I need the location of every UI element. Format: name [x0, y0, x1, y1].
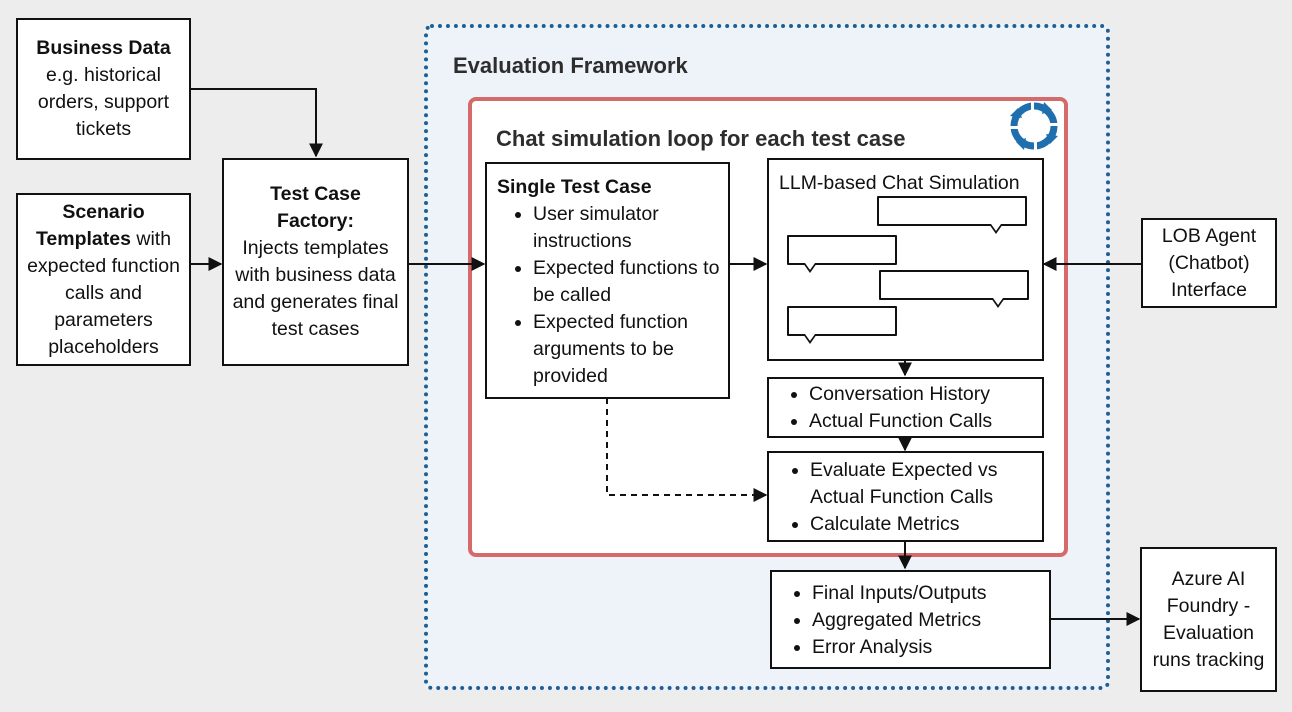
- lob-agent-box: LOB Agent (Chatbot) Interface: [1141, 218, 1277, 308]
- chat-simulation-box: LLM-based Chat Simulation: [767, 158, 1044, 361]
- evaluate-box: Evaluate Expected vs Actual Function Cal…: [767, 451, 1044, 542]
- list-item: Expected function arguments to be provid…: [533, 309, 720, 390]
- list-item: Evaluate Expected vs Actual Function Cal…: [810, 457, 1038, 511]
- azure-foundry-label: Azure AI Foundry - Evaluation runs track…: [1152, 567, 1265, 671]
- test-case-factory-box: Test Case Factory: Injects templates wit…: [222, 158, 409, 366]
- evaluation-framework-title: Evaluation Framework: [453, 53, 688, 78]
- chat-bubble-left: [787, 306, 897, 344]
- lob-agent-label: LOB Agent (Chatbot) Interface: [1161, 224, 1257, 301]
- azure-foundry-box: Azure AI Foundry - Evaluation runs track…: [1140, 547, 1277, 692]
- single-test-case-title: Single Test Case: [497, 176, 652, 198]
- scenario-templates-box: Scenario Templates with expected functio…: [16, 193, 191, 366]
- refresh-cycle-icon: [1010, 102, 1058, 150]
- chat-bubble-right: [879, 270, 1029, 308]
- list-item: Actual Function Calls: [809, 408, 1042, 435]
- chat-bubble-right: [877, 196, 1027, 234]
- scenario-templates-body: with expected function calls and paramet…: [27, 227, 180, 358]
- list-item: Error Analysis: [812, 634, 1049, 661]
- chat-bubble-left: [787, 235, 897, 273]
- single-test-case-box: Single Test Case User simulator instruct…: [485, 162, 730, 399]
- business-data-title: Business Data: [36, 37, 171, 59]
- scenario-templates-title: Scenario Templates: [35, 200, 145, 250]
- final-outputs-box: Final Inputs/Outputs Aggregated Metrics …: [770, 570, 1051, 669]
- chat-simulation-loop-title: Chat simulation loop for each test case: [496, 126, 906, 151]
- list-item: Calculate Metrics: [810, 511, 1038, 538]
- chat-simulation-title: LLM-based Chat Simulation: [779, 172, 1020, 194]
- list-item: Conversation History: [809, 381, 1042, 408]
- test-case-factory-title: Test Case Factory:: [270, 183, 361, 232]
- list-item: Aggregated Metrics: [812, 607, 1049, 634]
- list-item: Expected functions to be called: [533, 255, 720, 309]
- business-data-box: Business Data e.g. historical orders, su…: [16, 18, 191, 160]
- conversation-history-box: Conversation History Actual Function Cal…: [767, 377, 1044, 438]
- list-item: User simulator instructions: [533, 201, 720, 255]
- business-data-body: e.g. historical orders, support tickets: [37, 64, 170, 140]
- single-test-case-list: User simulator instructions Expected fun…: [495, 201, 720, 390]
- list-item: Final Inputs/Outputs: [812, 580, 1049, 607]
- test-case-factory-body: Injects templates with business data and…: [232, 237, 399, 340]
